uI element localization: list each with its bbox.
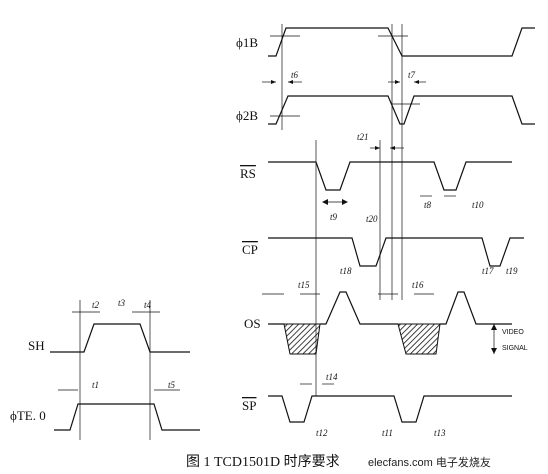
t18-label: t18	[340, 266, 352, 276]
sp-label: SP	[242, 398, 256, 413]
t7-label: t7	[408, 70, 416, 80]
t21-marker	[370, 146, 404, 150]
t6-marker	[262, 80, 302, 84]
t14-label: t14	[326, 372, 338, 382]
watermark: elecfans.com 电子发烧友	[368, 455, 491, 469]
video-signal-marker	[491, 324, 497, 354]
figure-caption: 图 1 TCD1501D 时序要求	[186, 454, 340, 470]
t9-label: t9	[330, 212, 338, 222]
t6-label: t6	[291, 70, 299, 80]
t7-marker	[388, 80, 426, 84]
t13-label: t13	[434, 428, 446, 438]
phi1b-waveform	[268, 27, 535, 57]
t11-label: t11	[382, 428, 393, 438]
video-label-line1: VIDEO	[502, 329, 524, 336]
t8-label: t8	[424, 200, 432, 210]
os-waveform	[268, 291, 512, 355]
phi1b-label: ϕ1B	[236, 35, 258, 50]
t20-label: t20	[366, 214, 378, 224]
sh-waveform	[50, 311, 190, 353]
reference-lines	[281, 24, 403, 396]
t12-label: t12	[316, 428, 328, 438]
phi2b-waveform	[268, 95, 535, 125]
rs-waveform	[268, 161, 512, 191]
t10-label: t10	[472, 200, 484, 210]
t2-label: t2	[92, 300, 100, 310]
cp-waveform	[268, 237, 524, 267]
sp-waveform	[268, 395, 512, 423]
t5-label: t5	[168, 380, 176, 390]
cp-label: CP	[242, 242, 258, 257]
sh-label: SH	[28, 338, 45, 353]
t3-label: t3	[118, 298, 126, 308]
video-label-line2: SIGNAL	[502, 345, 528, 352]
t21-label: t21	[357, 132, 369, 142]
t15-label: t15	[298, 280, 310, 290]
t1-label: t1	[92, 380, 99, 390]
phite-waveform	[54, 389, 200, 431]
t4-label: t4	[144, 300, 152, 310]
phite-label: ϕTE. 0	[10, 408, 46, 423]
t17-label: t17	[482, 266, 494, 276]
left-reference-lines	[79, 300, 151, 440]
phi2b-label: ϕ2B	[236, 108, 258, 123]
t16-label: t16	[412, 280, 424, 290]
rs-label: RS	[240, 166, 256, 181]
t9-marker	[322, 199, 348, 205]
os-label: OS	[244, 316, 261, 331]
t19-label: t19	[506, 266, 518, 276]
